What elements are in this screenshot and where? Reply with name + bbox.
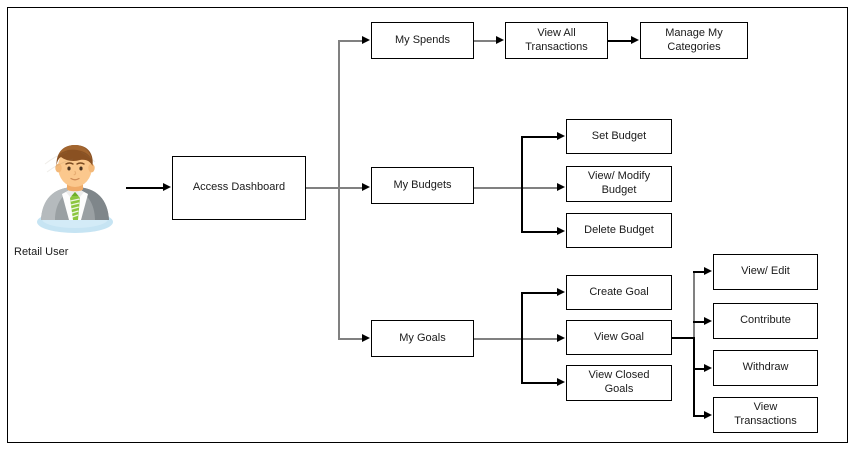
arrowhead-user-to-dashboard	[163, 183, 171, 191]
node-view-all-transactions[interactable]: View All Transactions	[505, 22, 608, 59]
node-contribute[interactable]: Contribute	[713, 303, 818, 339]
diagram-frame	[7, 7, 848, 443]
edge-transactions-to-categories	[608, 40, 632, 42]
node-access-dashboard[interactable]: Access Dashboard	[172, 156, 306, 220]
node-label-view-transactions: View Transactions	[734, 401, 797, 427]
arrowhead-delete-budget	[557, 227, 565, 235]
node-delete-budget[interactable]: Delete Budget	[566, 213, 672, 248]
node-view-closed-goals[interactable]: View Closed Goals	[566, 365, 672, 401]
arrowhead-withdraw	[704, 364, 712, 372]
node-label-withdraw: Withdraw	[742, 361, 789, 374]
edge-spine-to-delete-budget	[521, 231, 558, 233]
node-manage-my-categories[interactable]: Manage My Categories	[640, 22, 748, 59]
arrowhead-view-edit	[704, 267, 712, 275]
arrowhead-view-all-transactions	[496, 36, 504, 44]
node-label-set-budget: Set Budget	[591, 129, 647, 142]
node-label-my-goals: My Goals	[399, 331, 446, 344]
edge-trunk-to-my-goals	[338, 338, 364, 340]
arrowhead-view-goal	[557, 334, 565, 342]
edge-spine-to-view-closed-goals	[521, 382, 558, 384]
edge-dashboard-out	[306, 187, 340, 189]
budget-spine-vertical	[521, 136, 523, 231]
edge-user-to-dashboard	[126, 187, 164, 189]
node-label-delete-budget: Delete Budget	[584, 223, 654, 236]
node-label-manage-my-categories: Manage My Categories	[665, 26, 723, 53]
node-label-view-all-transactions: View All Transactions	[525, 26, 588, 53]
node-label-view-edit: View/ Edit	[741, 265, 790, 278]
arrowhead-create-goal	[557, 288, 565, 296]
edge-goals-to-spine	[474, 338, 560, 340]
node-label-access-dashboard: Access Dashboard	[192, 181, 286, 194]
node-view-goal[interactable]: View Goal	[566, 320, 672, 355]
node-view-modify-budget[interactable]: View/ Modify Budget	[566, 166, 672, 202]
node-set-budget[interactable]: Set Budget	[566, 119, 672, 154]
node-label-view-closed-goals: View Closed Goals	[588, 369, 650, 395]
right-spine-upper	[693, 271, 695, 338]
user-avatar-icon	[33, 140, 117, 236]
actor-label: Retail User	[14, 246, 69, 258]
node-label-contribute: Contribute	[740, 314, 791, 327]
node-my-spends[interactable]: My Spends	[371, 22, 474, 59]
arrowhead-view-closed-goals	[557, 378, 565, 386]
arrowhead-view-transactions	[704, 411, 712, 419]
node-create-goal[interactable]: Create Goal	[566, 275, 672, 310]
node-label-my-budgets: My Budgets	[393, 178, 452, 191]
node-label-view-goal: View Goal	[594, 330, 644, 343]
edge-right-spine-to-withdraw	[693, 368, 706, 370]
edge-right-spine-to-view-edit	[693, 271, 706, 273]
node-label-create-goal: Create Goal	[589, 285, 649, 298]
node-view-edit[interactable]: View/ Edit	[713, 254, 818, 290]
edge-spine-to-create-goal	[521, 292, 558, 294]
arrowhead-contribute	[704, 317, 712, 325]
edge-view-goal-to-right-spine	[672, 337, 695, 339]
node-withdraw[interactable]: Withdraw	[713, 350, 818, 386]
node-my-budgets[interactable]: My Budgets	[371, 167, 474, 204]
edge-budgets-to-spine	[474, 187, 560, 189]
arrowhead-manage-my-categories	[631, 36, 639, 44]
edge-right-spine-to-view-transactions	[693, 415, 706, 417]
node-view-transactions[interactable]: View Transactions	[713, 397, 818, 433]
edge-trunk-to-my-spends	[338, 40, 364, 42]
goal-spine-vertical	[521, 292, 523, 383]
node-label-my-spends: My Spends	[394, 33, 451, 46]
node-my-goals[interactable]: My Goals	[371, 320, 474, 357]
edge-spends-to-transactions	[474, 40, 498, 42]
edge-spine-to-set-budget	[521, 136, 558, 138]
node-label-view-modify-budget: View/ Modify Budget	[587, 170, 651, 196]
trunk-dashboard-vertical	[338, 40, 340, 339]
right-spine-lower	[693, 337, 695, 415]
arrowhead-my-spends	[362, 36, 370, 44]
arrowhead-view-modify-budget	[557, 183, 565, 191]
arrowhead-set-budget	[557, 132, 565, 140]
arrowhead-my-goals	[362, 334, 370, 342]
edge-right-spine-to-contribute	[693, 321, 706, 323]
arrowhead-my-budgets	[362, 183, 370, 191]
edge-trunk-to-my-budgets	[338, 187, 364, 189]
